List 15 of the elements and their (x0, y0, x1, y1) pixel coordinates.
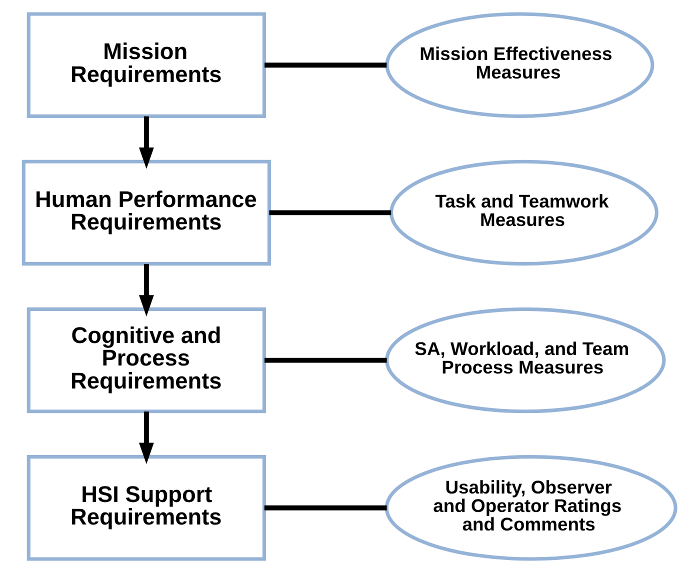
node-ellipse: SA, Workload, and Team Process Measures (385, 307, 666, 414)
arrow (138, 116, 154, 169)
node-box: Human Performance Requirements (22, 160, 271, 266)
connector (264, 505, 387, 510)
connector (264, 62, 387, 68)
node-ellipse: Usability, Observer and Operator Ratings and Comments (384, 455, 678, 561)
node-box: Mission Requirements (26, 12, 266, 118)
connector (269, 210, 392, 216)
node-ellipse: Task and Teamwork Measures (390, 160, 658, 266)
arrow (138, 412, 154, 464)
node-box: Cognitive and Process Requirements (26, 307, 266, 414)
node-ellipse: Mission Effectiveness Measures (385, 12, 654, 118)
connector (264, 358, 387, 363)
arrow (138, 264, 154, 316)
node-box: HSI Support Requirements (26, 455, 266, 561)
